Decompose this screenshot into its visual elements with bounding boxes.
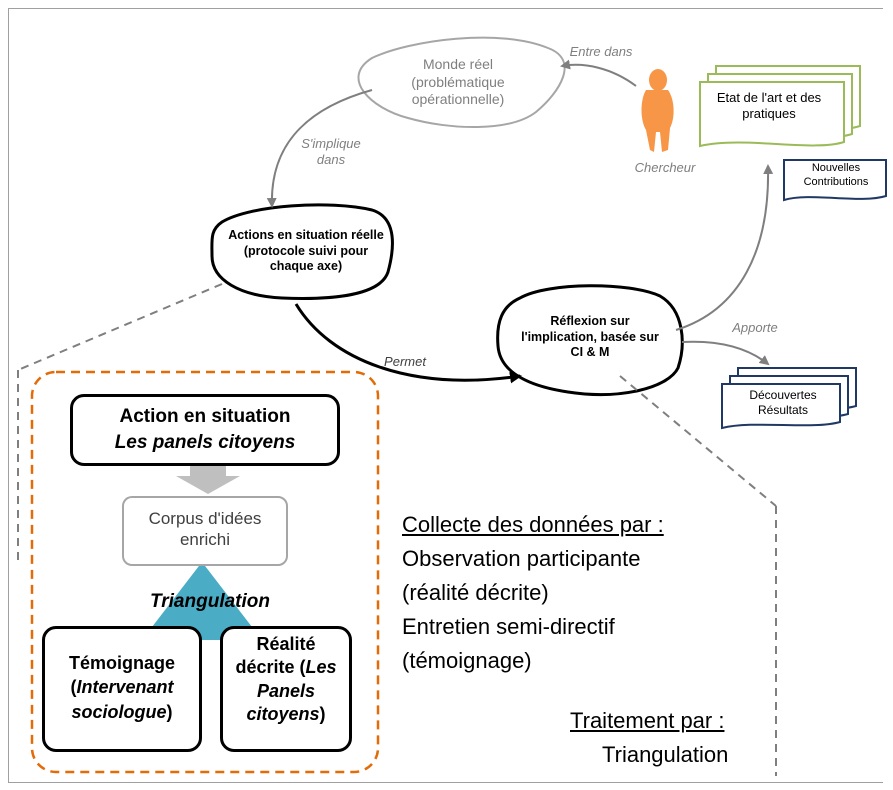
processing-item: Triangulation <box>602 742 729 767</box>
testimony-close-paren: ) <box>166 701 173 722</box>
testimony-text: Témoignage (Intervenant sociologue) <box>49 651 195 724</box>
action-box: Action en situation Les panels citoyens <box>70 394 340 466</box>
arrow-brings <box>681 340 770 366</box>
real-world-blob <box>357 36 566 128</box>
arrow-allows <box>294 303 522 384</box>
reality-close-paren: ) <box>319 704 326 725</box>
discoveries-label: Découvertes Résultats <box>749 388 817 417</box>
researcher-label: Chercheur <box>634 160 696 175</box>
testimony-source: Intervenant sociologue <box>71 677 174 722</box>
down-arrow-icon <box>176 466 240 494</box>
arrow-involves-in <box>266 89 373 208</box>
testimony-box: Témoignage (Intervenant sociologue) <box>42 626 202 752</box>
reflection-blob <box>496 284 684 396</box>
allows-label: Permet <box>384 354 426 369</box>
reality-source: Les Panels citoyens <box>246 657 337 725</box>
brings-label: Apporte <box>732 320 778 335</box>
action-subtitle: Les panels citoyens <box>114 432 296 453</box>
reality-box: Réalité décrite (Les Panels citoyens) <box>220 626 352 752</box>
researcher-figure-icon <box>641 69 674 152</box>
action-title: Action en situation <box>119 406 291 427</box>
state-of-art-label: Etat de l'art et des pratiques <box>716 90 822 122</box>
testimony-label: Témoignage <box>68 653 175 673</box>
collection-item-2: Entretien semi-directif <box>402 614 615 639</box>
actions-label: Actions en situation réelle (protocole s… <box>228 228 384 274</box>
testimony-open-paren: ( <box>70 677 77 698</box>
new-contributions-doc <box>783 159 887 202</box>
enters-in-label: Entre dans <box>569 44 633 59</box>
new-contributions-label: Nouvelles Contributions <box>803 162 869 188</box>
reality-text: Réalité décrite (Les Panels citoyens) <box>227 633 345 727</box>
dashed-connector-left <box>17 283 223 371</box>
reflection-label: Réflexion sur l'implication, basée sur C… <box>521 314 659 360</box>
involves-in-label: S'implique dans <box>301 136 361 168</box>
collection-item-1: Observation participante <box>402 546 641 571</box>
document-stack-icon <box>699 65 861 148</box>
corpus-box: Corpus d'idées enrichi <box>122 496 288 566</box>
arrow-enters-in <box>560 59 637 87</box>
dashed-connector-right <box>619 375 777 507</box>
reality-label: Réalité décrite ( <box>235 634 316 678</box>
actions-blob <box>210 203 394 300</box>
triangulation-triangle <box>142 562 262 640</box>
discoveries-stack-icon <box>721 367 857 430</box>
processing-heading: Traitement par : <box>570 708 725 733</box>
arrow-to-contributions <box>675 164 774 331</box>
triangulation-label: Triangulation <box>150 591 270 612</box>
collection-heading: Collecte des données par : <box>402 512 664 537</box>
collection-item-2-note: (témoignage) <box>402 648 532 673</box>
real-world-label: Monde réel (problématique opérationnelle… <box>411 56 505 107</box>
corpus-label: Corpus d'idées enrichi <box>148 509 262 550</box>
collection-item-1-note: (réalité décrite) <box>402 580 549 605</box>
detail-region-border <box>30 370 380 774</box>
